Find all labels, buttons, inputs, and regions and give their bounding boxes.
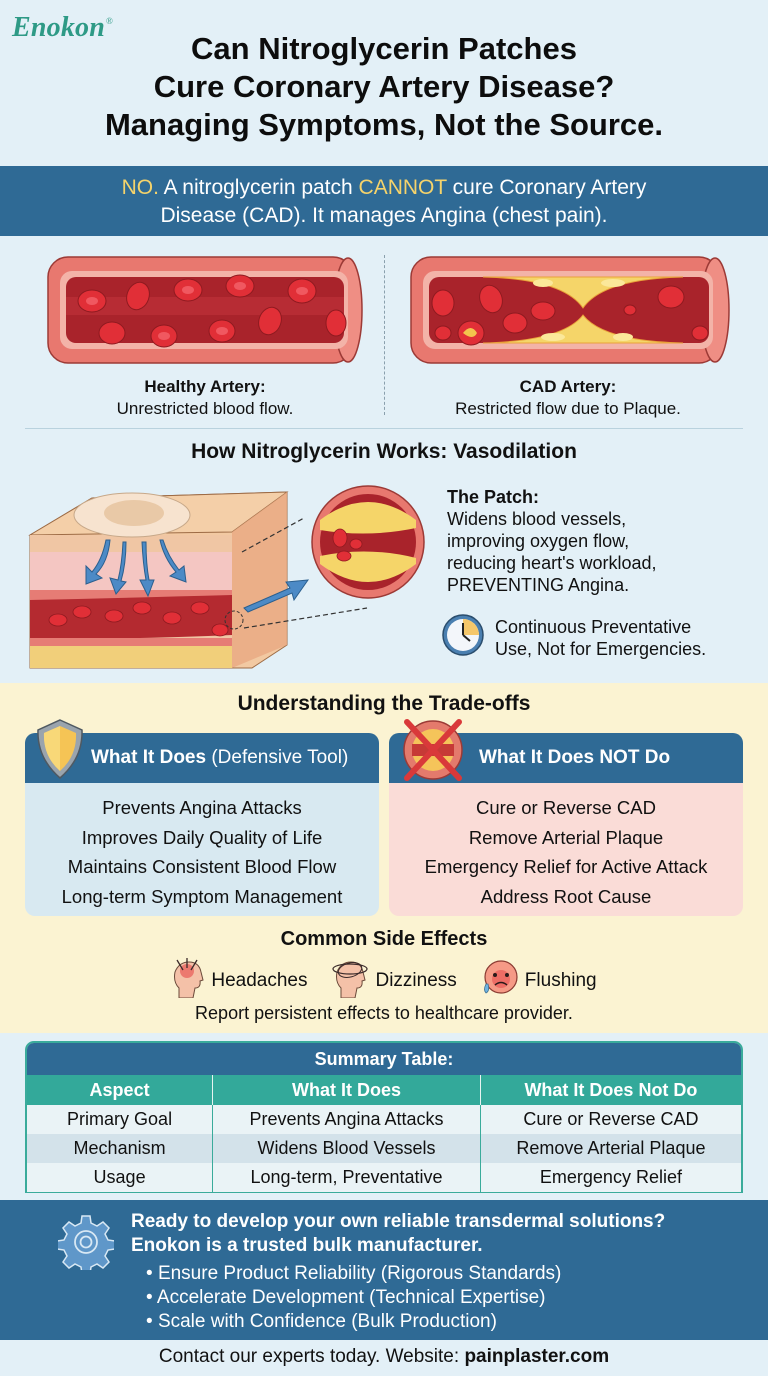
table-cell: Emergency Relief [480, 1163, 741, 1192]
how-it-works-heading: How Nitroglycerin Works: Vasodilation [191, 440, 577, 463]
brand-logo: Enokon® [12, 12, 114, 44]
list-item: Address Root Cause [480, 885, 652, 907]
patch-line: Widens blood vessels, [447, 509, 627, 529]
what-it-does-not-header: What It Does NOT Do [389, 719, 743, 783]
side-effect-label: Headaches [211, 970, 308, 991]
list-item: Cure or Reverse CAD [476, 797, 656, 818]
contact-line: Contact our experts today. Website: pain… [0, 1346, 768, 1368]
column-header-does: What It Does [212, 1075, 481, 1105]
what-it-does-card: What It Does (Defensive Tool) Prevents A… [25, 719, 379, 916]
skin-patch-illustration [22, 480, 442, 675]
banner-no: NO. [121, 176, 159, 199]
summary-table-title: Summary Table: [27, 1043, 741, 1075]
table-row: Mechanism Widens Blood Vessels Remove Ar… [27, 1134, 741, 1163]
banner-cannot: CANNOT [358, 176, 447, 199]
cta-heading-line: Ready to develop your own reliable trans… [131, 1211, 666, 1232]
list-item: Improves Daily Quality of Life [81, 826, 323, 848]
side-effect-dizziness: Dizziness [331, 958, 457, 1004]
cta-bullets: Ensure Product Reliability (Rigorous Sta… [146, 1262, 561, 1334]
dizziness-icon [331, 958, 369, 1004]
side-effects-heading: Common Side Effects [280, 928, 488, 950]
table-cell: Mechanism [27, 1134, 214, 1163]
table-cell: Primary Goal [27, 1105, 214, 1134]
list-item: Emergency Relief for Active Attack [424, 856, 708, 877]
column-header-does-not: What It Does Not Do [480, 1075, 741, 1105]
artery-divider [384, 255, 385, 415]
table-cell: Long-term, Preventative [212, 1163, 481, 1192]
healthy-artery-title: Healthy Artery: [144, 377, 266, 396]
table-cell: Remove Arterial Plaque [480, 1134, 741, 1163]
cad-artery-desc: Restricted flow due to Plaque. [455, 399, 681, 418]
healthy-artery-desc: Unrestricted blood flow. [116, 399, 294, 418]
title-line-2: Cure Coronary Artery Disease? [153, 69, 615, 104]
table-cell: Widens Blood Vessels [212, 1134, 481, 1163]
brand-name: Enokon [12, 12, 106, 43]
gear-icon [56, 1214, 116, 1275]
list-item: Prevents Angina Attacks [102, 797, 302, 818]
patch-title: The Patch: [447, 487, 540, 507]
side-effect-flushing: Flushing [481, 958, 597, 1004]
table-cell: Prevents Angina Attacks [212, 1105, 481, 1134]
patch-line: improving oxygen flow, [447, 531, 630, 551]
cta-heading-line: Enokon is a trusted bulk manufacturer. [131, 1235, 483, 1256]
clock-icon [441, 613, 485, 662]
page-title: Can Nitroglycerin Patches Cure Coronary … [0, 30, 768, 144]
summary-table-grid: Aspect What It Does What It Does Not Do … [27, 1075, 741, 1192]
tradeoffs-heading: Understanding the Trade-offs [237, 692, 531, 715]
side-effects-row: Headaches Dizziness Flushing [0, 958, 768, 1004]
what-it-does-header: What It Does (Defensive Tool) [25, 719, 379, 783]
summary-table: Summary Table: Aspect What It Does What … [25, 1041, 743, 1193]
list-item: Long-term Symptom Management [61, 885, 343, 907]
shield-icon [35, 718, 85, 786]
what-it-does-not-list: Cure or Reverse CAD Remove Arterial Plaq… [389, 783, 743, 916]
banner-text-1: A nitroglycerin patch [158, 176, 359, 199]
patch-line: reducing heart's workload, [447, 553, 657, 573]
what-it-does-list: Prevents Angina Attacks Improves Daily Q… [25, 783, 379, 916]
does-title-rest: (Defensive Tool) [206, 747, 349, 768]
patch-line: PREVENTING Angina. [447, 575, 630, 595]
title-line-3: Managing Symptoms, Not the Source. [104, 107, 664, 142]
usage-note: Continuous Preventative Use, Not for Eme… [441, 613, 706, 662]
table-row: Usage Long-term, Preventative Emergency … [27, 1163, 741, 1192]
cta-section: Ready to develop your own reliable trans… [0, 1200, 768, 1340]
answer-banner: NO. A nitroglycerin patch CANNOT cure Co… [0, 166, 768, 236]
usage-line: Continuous Preventative [495, 616, 692, 637]
side-effect-headaches: Headaches [171, 958, 307, 1004]
cta-heading: Ready to develop your own reliable trans… [131, 1210, 665, 1258]
list-item: Maintains Consistent Blood Flow [67, 856, 337, 877]
website-link[interactable]: painplaster.com [464, 1346, 610, 1367]
banner-line-2: Disease (CAD). It manages Angina (chest … [160, 204, 608, 227]
cta-bullet: Ensure Product Reliability (Rigorous Sta… [146, 1262, 561, 1286]
headache-icon [171, 958, 205, 1004]
contact-text: Contact our experts today. Website: [158, 1346, 465, 1367]
list-item: Remove Arterial Plaque [468, 826, 664, 848]
table-cell: Usage [27, 1163, 214, 1192]
side-effects-note: Report persistent effects to healthcare … [195, 1003, 573, 1023]
crossed-out-icon [401, 718, 465, 788]
healthy-artery-illustration [40, 253, 370, 368]
cad-artery-caption: CAD Artery: Restricted flow due to Plaqu… [403, 376, 733, 420]
does-title-bold: What It Does [91, 747, 207, 768]
does-not-title: What It Does NOT Do [479, 747, 671, 768]
table-cell: Cure or Reverse CAD [480, 1105, 741, 1134]
registered-mark: ® [106, 16, 114, 26]
side-effect-label: Flushing [524, 970, 597, 991]
usage-line: Use, Not for Emergencies. [495, 638, 707, 659]
table-row: Primary Goal Prevents Angina Attacks Cur… [27, 1105, 741, 1134]
column-header-aspect: Aspect [27, 1075, 214, 1105]
cta-bullet: Scale with Confidence (Bulk Production) [146, 1310, 561, 1334]
cad-artery-title: CAD Artery: [519, 377, 617, 396]
title-line-1: Can Nitroglycerin Patches [191, 31, 577, 66]
banner-text-2: cure Coronary Artery [446, 176, 647, 199]
what-it-does-not-card: What It Does NOT Do Cure or Reverse CAD … [389, 719, 743, 916]
section-divider [25, 428, 743, 429]
side-effect-label: Dizziness [375, 970, 457, 991]
cad-artery-illustration [403, 253, 733, 368]
cta-bullet: Accelerate Development (Technical Expert… [146, 1286, 561, 1310]
flushing-face-icon [481, 958, 519, 1004]
healthy-artery-caption: Healthy Artery: Unrestricted blood flow. [40, 376, 370, 420]
patch-description: The Patch: Widens blood vessels, improvi… [447, 486, 657, 596]
